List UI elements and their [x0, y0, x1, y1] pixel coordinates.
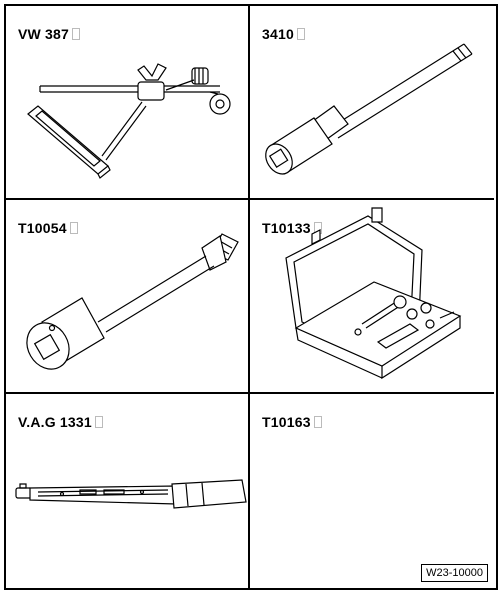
tool-label: V.A.G 1331 [18, 414, 103, 430]
tool-cell-vag1331: V.A.G 1331 [6, 394, 250, 588]
tool-label-text: V.A.G 1331 [18, 414, 92, 430]
placeholder-box-icon [313, 416, 322, 428]
tool-case-drawing [250, 200, 494, 394]
figure-code: W23-10000 [421, 564, 488, 582]
tool-cell-vw387: VW 387 [6, 6, 250, 200]
tool-label: VW 387 [18, 26, 80, 42]
tool-grid: VW 387 [4, 4, 498, 590]
socket-insert-drawing [6, 200, 250, 394]
placeholder-box-icon [69, 222, 78, 234]
tool-label-text: T10163 [262, 414, 311, 430]
placeholder-box-icon [94, 416, 103, 428]
dial-gauge-holder-drawing [6, 6, 250, 200]
tool-label-text: VW 387 [18, 26, 69, 42]
tool-label: T10054 [18, 220, 78, 236]
tool-cell-t10163: T10163 W23-10000 [250, 394, 494, 588]
tool-cell-t10133: T10133 [250, 200, 494, 394]
tool-label: 3410 [262, 26, 305, 42]
socket-extension-drawing [250, 6, 494, 200]
placeholder-box-icon [296, 28, 305, 40]
tool-cell-t10054: T10054 [6, 200, 250, 394]
placeholder-box-icon [72, 28, 80, 40]
tool-label-text: 3410 [262, 26, 294, 42]
torque-wrench-drawing [6, 394, 250, 588]
tool-label-text: T10054 [18, 220, 67, 236]
tool-label-text: T10133 [262, 220, 311, 236]
tool-sheet: VW 387 [4, 4, 498, 590]
tool-label: T10163 [262, 414, 322, 430]
tool-cell-3410: 3410 [250, 6, 494, 200]
